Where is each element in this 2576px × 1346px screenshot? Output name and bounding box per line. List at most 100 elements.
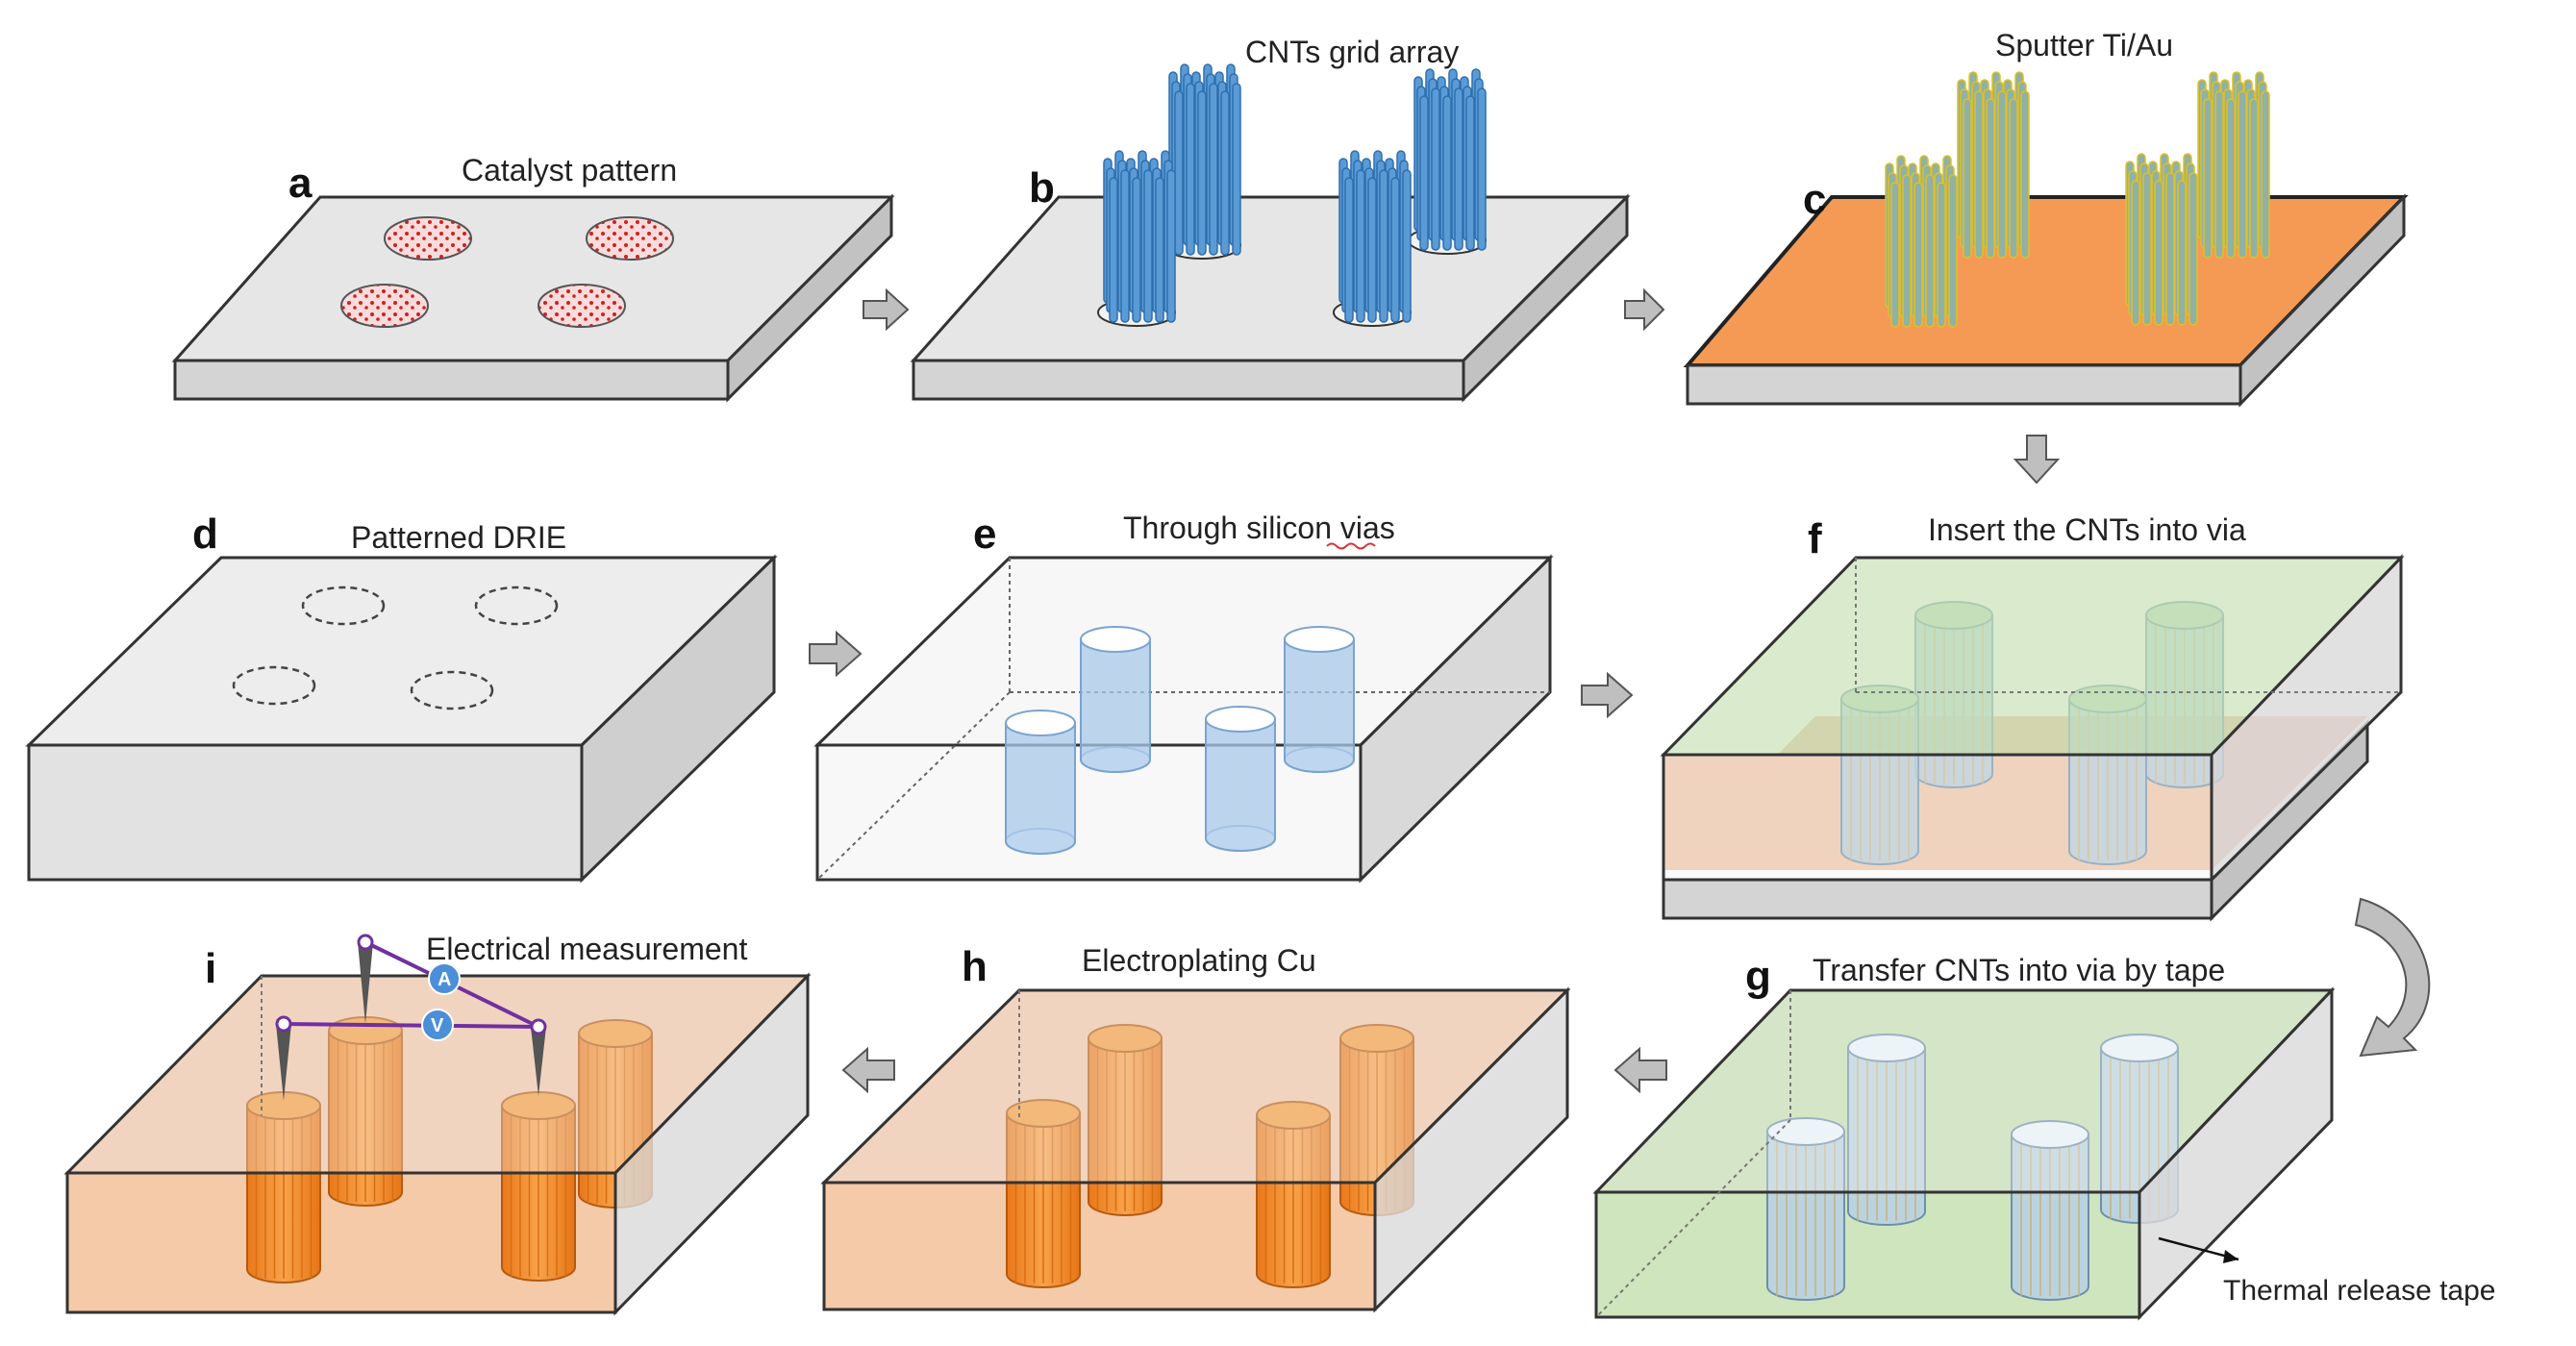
metal-layer-front (824, 1183, 1375, 1309)
cnt-bundle (1333, 150, 1412, 327)
cylinder-body (1005, 722, 1076, 855)
panel-letter: d (192, 511, 218, 558)
cnt-bundles (1097, 63, 1487, 327)
cnt-tube (1356, 169, 1365, 323)
probe-wire-v (283, 1022, 539, 1029)
arrow-e-to-f (1581, 671, 1634, 719)
cnt-tube (1402, 169, 1412, 323)
cnt-tube (1890, 182, 1900, 328)
label-pointer-head (2223, 1250, 2238, 1263)
cnt-tube (1431, 87, 1440, 251)
cylinder (246, 1091, 321, 1284)
probe-tip (276, 1024, 291, 1101)
catalyst-spot (586, 216, 674, 261)
ammeter (428, 962, 461, 995)
panel-letter: i (205, 945, 216, 992)
probe-tip (358, 942, 373, 1024)
cylinder (1005, 710, 1076, 855)
cylinder-top (1339, 1024, 1414, 1053)
panel-caption: Patterned DRIE (351, 520, 566, 555)
cnt-tube (1477, 87, 1487, 251)
wafer-side (580, 554, 776, 884)
panel-caption: Through silicon vias (1123, 511, 1395, 545)
cylinder-top (1080, 626, 1151, 653)
thermal-tape-front (1596, 1192, 2139, 1317)
cnt-tube (1367, 177, 1377, 323)
cnt-tube (2203, 98, 2213, 259)
panel-letter: c (1803, 176, 1826, 223)
cylinder-top (1205, 706, 1276, 733)
panel-h: h Electroplating Cu (820, 943, 1571, 1313)
cnt-tube (1937, 182, 1946, 328)
cnt-tube (1913, 182, 1923, 328)
cnt-bundle (2125, 153, 2198, 326)
cylinder (1088, 1024, 1163, 1216)
cnt-tube (1132, 177, 1141, 323)
cnt-tube (1379, 169, 1388, 323)
wafer-side (726, 193, 893, 403)
probe-node (530, 1018, 547, 1035)
cnt-bundle (1097, 150, 1176, 327)
probe-node (275, 1015, 292, 1033)
panel-letter: g (1745, 953, 1771, 1000)
cnt-tube (1209, 83, 1218, 256)
panel-a: a Catalyst pattern (171, 153, 895, 403)
cnt-tube (1454, 87, 1463, 251)
via-outline (301, 586, 386, 626)
panel-letter: b (1029, 164, 1055, 212)
wafer-side (613, 972, 810, 1316)
voltmeter (421, 1009, 454, 1041)
arrow-b-to-c (1624, 287, 1665, 332)
coated-cnt-bundles (1885, 71, 2270, 328)
panel-i: A V i Electrical measurement (63, 932, 812, 1316)
wafer-side (2138, 986, 2334, 1321)
cnt-tube (1197, 90, 1207, 256)
through-silicon-vias (1005, 626, 1355, 855)
cnt-tube (1948, 174, 1958, 328)
flow-arrows (809, 287, 2431, 1094)
via-outline (474, 586, 559, 626)
voltmeter-label: V (431, 1015, 444, 1036)
arrow-c-to-f (2013, 435, 2061, 485)
cylinder (1766, 1117, 1845, 1301)
cnt-tube (2154, 180, 2163, 326)
cnt-tube (1963, 98, 1972, 259)
cylinder-body (1205, 718, 1276, 852)
wafer-side (1373, 986, 1569, 1313)
cylinder-top (1847, 1034, 1926, 1062)
thermal-release-tape-label: Thermal release tape (2223, 1275, 2495, 1307)
cnt-tube (1143, 169, 1153, 323)
panel-caption: CNTs grid array (1245, 35, 1459, 69)
panel-caption: Transfer CNTs into via by tape (1813, 953, 2225, 987)
cylinder-top (1088, 1024, 1163, 1053)
panel-letter: f (1808, 515, 1822, 562)
cnt-tube (2249, 98, 2259, 259)
panel-caption: Insert the CNTs into via (1928, 512, 2246, 547)
panel-f: f Insert the CNTs into via (1660, 512, 2405, 922)
arrow-d-to-e (809, 630, 863, 678)
cnt-tube (2214, 90, 2224, 259)
catalyst-spot (340, 284, 429, 328)
cnt-tube (1344, 177, 1354, 323)
cnt-tube (2188, 172, 2198, 326)
cnt-bundle (1408, 68, 1487, 255)
panel-d: d Patterned DRIE (25, 511, 778, 884)
panel-letter: h (962, 943, 988, 990)
cnt-tube (1390, 177, 1400, 323)
wafer-front (27, 743, 584, 882)
cnt-bundle (1885, 155, 1958, 328)
cnt-tube (1974, 90, 1984, 259)
cnt-tube (1442, 95, 1452, 251)
cnt-bundle (1957, 71, 2030, 259)
cnt-tube (2238, 90, 2247, 259)
cnt-tube (1465, 95, 1475, 251)
panel-caption: Electroplating Cu (1082, 943, 1316, 978)
cnt-tube (2177, 180, 2187, 326)
catalyst-spot (384, 216, 472, 261)
cnt-tube (1120, 169, 1130, 323)
panel-letter: e (973, 511, 996, 558)
substrate-front (1662, 878, 2213, 920)
via-outline (232, 665, 316, 706)
cnt-vias-on-tape (1766, 1034, 2179, 1301)
